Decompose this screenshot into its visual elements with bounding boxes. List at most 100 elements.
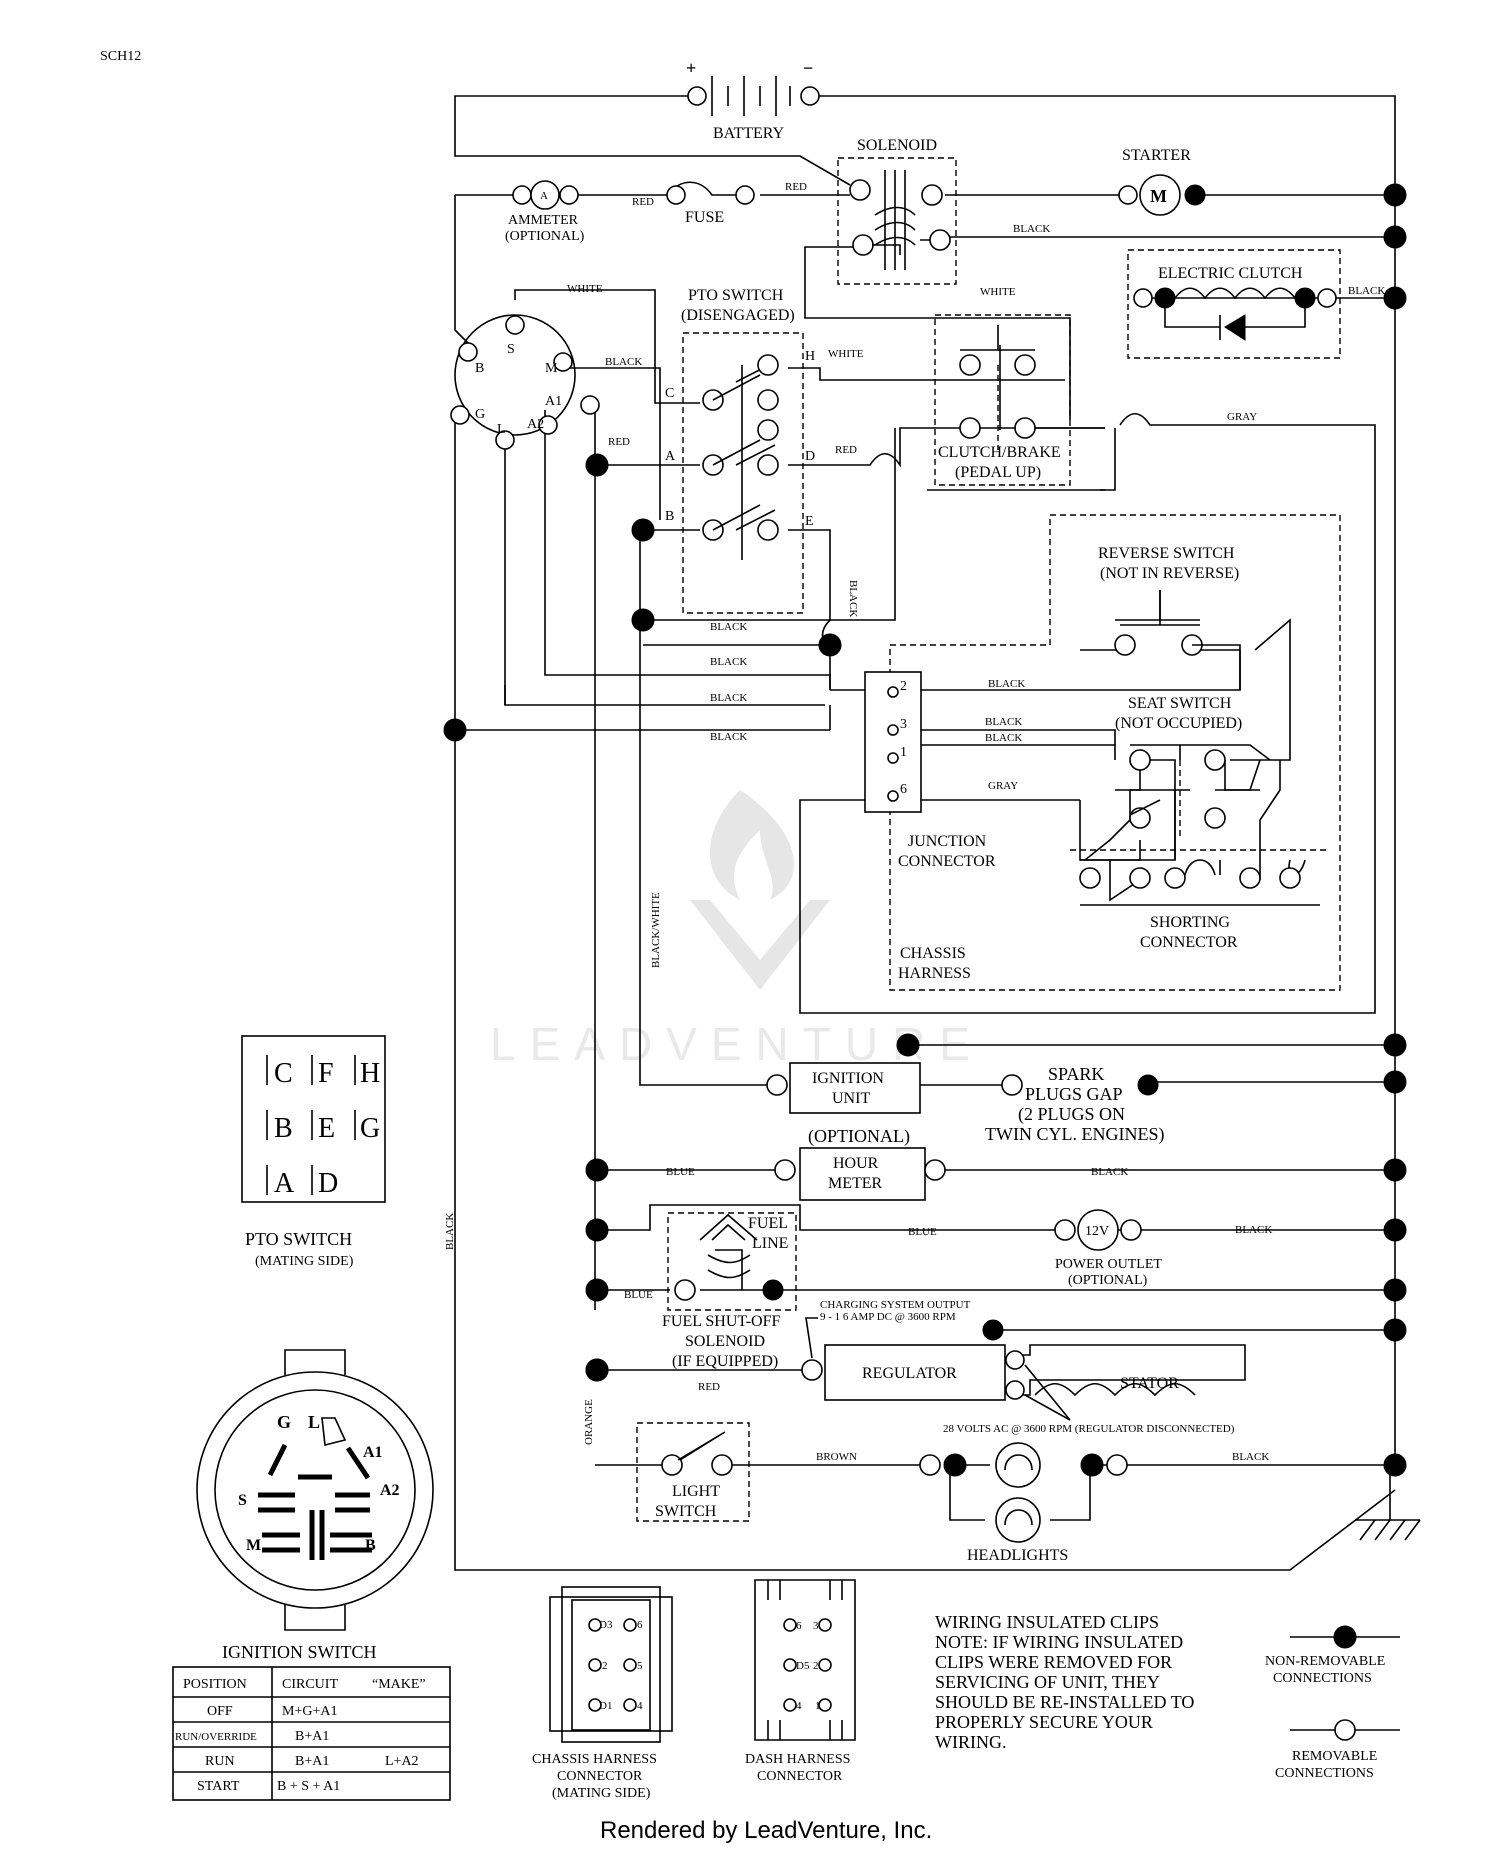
- pto-switch-mating-side: C F H B E G A D PTO SWITCH (MATING SIDE): [241, 1035, 386, 1269]
- pto-terminal-d: D: [805, 449, 815, 464]
- hour-meter-l2: METER: [828, 1175, 883, 1192]
- fuel-solenoid-l2: SOLENOID: [685, 1333, 765, 1350]
- wire-red: RED: [608, 436, 630, 448]
- footer-credit: Rendered by LeadVenture, Inc.: [600, 1817, 932, 1844]
- solenoid: SOLENOID: [837, 137, 957, 285]
- pto-terminal-b: B: [665, 509, 674, 524]
- chassis-pin: 2: [602, 1660, 608, 1672]
- pto-terminal-e: E: [805, 514, 814, 529]
- wire-red: RED: [632, 196, 654, 208]
- pto-mating-e: E: [318, 1113, 335, 1144]
- wire-white: WHITE: [828, 348, 864, 360]
- ammeter: A AMMETER (OPTIONAL): [505, 180, 585, 244]
- wire-blue: BLUE: [908, 1226, 937, 1238]
- pto-switch-schematic: PTO SWITCH (DISENGAGED) C H A D B E: [443, 287, 842, 742]
- pto-mating-title: PTO SWITCH: [245, 1229, 352, 1249]
- pto-switch-sub: (DISENGAGED): [681, 307, 795, 324]
- regulator: REGULATOR STATOR CHARGING SYSTEM OUTPUT …: [585, 1299, 1235, 1435]
- chassis-pin: 6: [637, 1619, 643, 1631]
- wire-black: BLACK: [1235, 1224, 1272, 1236]
- table-header-circuit: CIRCUIT: [282, 1677, 338, 1692]
- junction-connector-l1: JUNCTION: [908, 833, 987, 850]
- wire-black: BLACK: [710, 621, 747, 633]
- leadventure-watermark: LEADVENTURE: [490, 790, 984, 1070]
- chassis-harness-l2: HARNESS: [898, 965, 971, 982]
- wire-black: BLACK: [710, 656, 747, 668]
- shorting-connector-l1: SHORTING: [1150, 914, 1230, 931]
- note-line: NOTE: IF WIRING INSULATED: [935, 1632, 1183, 1652]
- spark-plugs-l2: PLUGS GAP: [1025, 1084, 1123, 1104]
- legend-non-removable-l1: NON-REMOVABLE: [1265, 1654, 1385, 1669]
- spark-plugs-l3: (2 PLUGS ON: [1018, 1104, 1125, 1125]
- table-cell: B+A1: [295, 1754, 329, 1769]
- ignition-switch-face: G L A1 S A2 M B IGNITION SWITCH: [196, 1349, 434, 1662]
- hour-meter-opt: (OPTIONAL): [808, 1126, 910, 1147]
- ignition-unit-l2: UNIT: [832, 1090, 870, 1107]
- junction-connector-l2: CONNECTOR: [898, 853, 996, 870]
- battery: + − BATTERY: [686, 58, 820, 142]
- pto-terminal-c: C: [665, 386, 674, 401]
- dash-pin: 6: [796, 1620, 802, 1632]
- junction-connector: 2 3 1 6 JUNCTION CONNECTOR: [864, 671, 996, 870]
- table-cell: OFF: [207, 1704, 233, 1719]
- wire-brown: BROWN: [816, 1451, 857, 1463]
- pto-mating-sub: (MATING SIDE): [255, 1254, 354, 1269]
- seat-switch-label: SEAT SWITCH: [1128, 695, 1232, 712]
- fuel-solenoid-l1: FUEL SHUT-OFF: [662, 1313, 781, 1330]
- ign-terminal-g: G: [475, 407, 485, 422]
- pto-mating-b: B: [274, 1113, 293, 1144]
- electric-clutch: ELECTRIC CLUTCH: [1127, 249, 1341, 359]
- dash-pin: 4: [796, 1700, 802, 1712]
- charging-l1: CHARGING SYSTEM OUTPUT: [820, 1299, 971, 1311]
- clutch-brake-sub: (PEDAL UP): [955, 464, 1041, 481]
- wire-black-white: BLACK/WHITE: [650, 892, 662, 968]
- fuel-shutoff-solenoid: FUEL LINE FUEL SHUT-OFF SOLENOID (IF EQU…: [585, 1212, 797, 1370]
- pto-mating-a: A: [274, 1168, 295, 1199]
- table-header-make: “MAKE”: [372, 1677, 426, 1692]
- wire-white: WHITE: [980, 286, 1016, 298]
- pto-mating-h: H: [360, 1058, 380, 1089]
- dash-harness-connector: 6 3 D5 2 4 1 DASH HARNESS CONNECTOR: [745, 1579, 856, 1784]
- note-line: CLIPS WERE REMOVED FOR: [935, 1652, 1172, 1672]
- legend-removable-l1: REMOVABLE: [1292, 1749, 1377, 1764]
- ign-face-g: G: [277, 1412, 291, 1432]
- seat-switch-sub: (NOT OCCUPIED): [1115, 715, 1242, 732]
- pto-mating-g: G: [360, 1113, 380, 1144]
- chassis-connector-l1: CHASSIS HARNESS: [532, 1752, 657, 1767]
- junction-pin-2: 2: [900, 679, 907, 694]
- ign-face-l: L: [308, 1412, 320, 1432]
- note-line: WIRING.: [935, 1732, 1006, 1752]
- wire-orange: ORANGE: [583, 1399, 595, 1445]
- chassis-pin: D3: [599, 1619, 613, 1631]
- wire-black: BLACK: [1091, 1166, 1128, 1178]
- electric-clutch-label: ELECTRIC CLUTCH: [1158, 265, 1303, 282]
- ign-face-a1: A1: [363, 1444, 383, 1461]
- pto-mating-f: F: [318, 1058, 334, 1089]
- table-cell: B + S + A1: [277, 1779, 340, 1794]
- wire-red: RED: [835, 444, 857, 456]
- battery-minus: −: [803, 58, 813, 78]
- spark-plugs-l1: SPARK: [1048, 1064, 1104, 1084]
- wire-black: BLACK: [710, 731, 747, 743]
- wire-blue: BLUE: [624, 1289, 653, 1301]
- ign-terminal-l: L: [497, 422, 506, 437]
- ign-face-s: S: [238, 1492, 247, 1509]
- pto-switch-label: PTO SWITCH: [688, 287, 784, 304]
- schematic-id: SCH12: [100, 49, 141, 64]
- ignition-unit-l1: IGNITION: [812, 1070, 884, 1087]
- table-cell: L+A2: [385, 1754, 419, 1769]
- chassis-pin: 5: [637, 1660, 643, 1672]
- junction-pin-3: 3: [900, 717, 907, 732]
- wire-black: BLACK: [1232, 1451, 1269, 1463]
- legend-non-removable-l2: CONNECTIONS: [1273, 1671, 1372, 1686]
- clutch-brake-switch: CLUTCH/BRAKE (PEDAL UP): [934, 314, 1071, 486]
- watermark-text: LEADVENTURE: [490, 1018, 984, 1070]
- dash-pin: 1: [815, 1700, 821, 1712]
- chassis-harness: REVERSE SWITCH (NOT IN REVERSE) SEAT SWI…: [889, 514, 1341, 991]
- headlights-label: HEADLIGHTS: [967, 1547, 1068, 1564]
- wire-black: BLACK: [988, 678, 1025, 690]
- wire-color-labels: RED RED BLACK BLACK WHITE WHITE WHITE BL…: [444, 181, 1385, 1463]
- wire-black: BLACK: [1013, 223, 1050, 235]
- wire-black: BLACK: [444, 1213, 456, 1250]
